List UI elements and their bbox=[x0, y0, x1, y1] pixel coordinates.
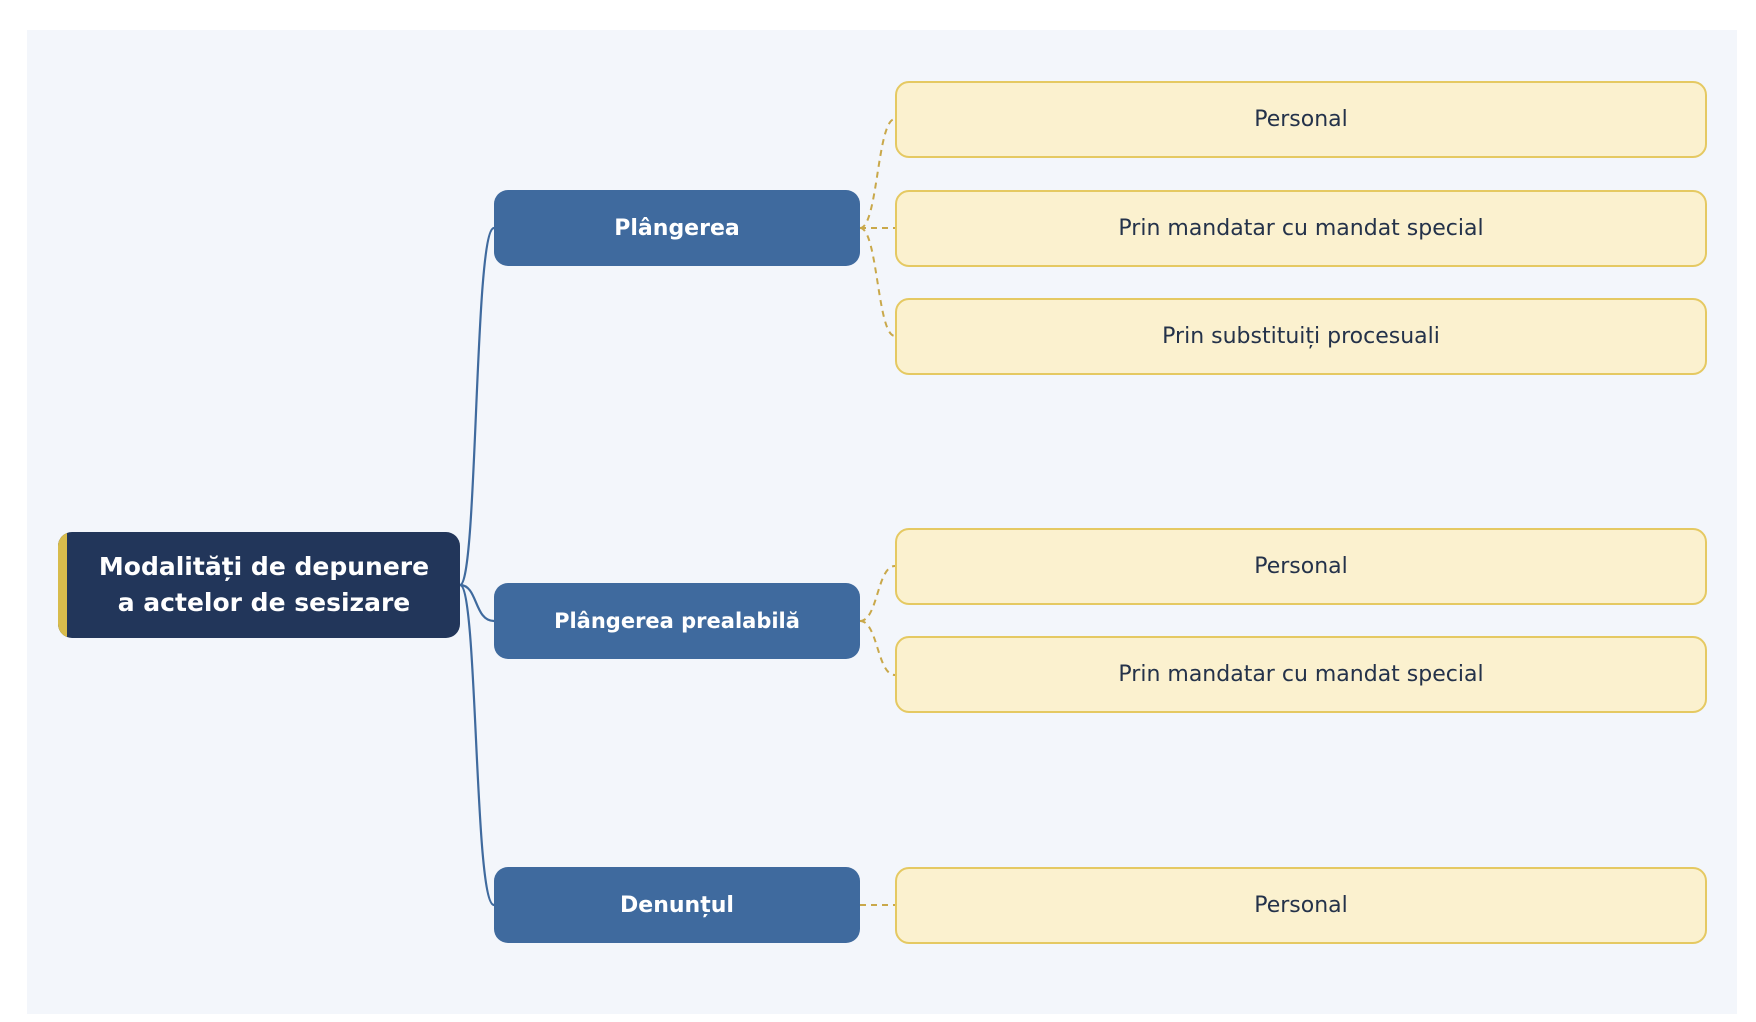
root-label-line-1: Modalități de depunere bbox=[98, 552, 430, 581]
branch-node-plangerea[interactable]: Plângerea bbox=[494, 190, 860, 266]
leaf-node-prealabila-mandatar[interactable]: Prin mandatar cu mandat special bbox=[895, 636, 1707, 713]
branch-label: Denunțul bbox=[620, 892, 734, 918]
branch-node-denuntul[interactable]: Denunțul bbox=[494, 867, 860, 943]
branch-label: Plângerea prealabilă bbox=[554, 609, 800, 633]
leaf-node-denuntul-personal[interactable]: Personal bbox=[895, 867, 1707, 944]
root-topic-node[interactable]: Modalități de depunere a actelor de sesi… bbox=[58, 532, 460, 638]
root-accent-bar bbox=[58, 532, 67, 638]
leaf-label: Personal bbox=[1254, 893, 1348, 918]
branch-node-plangerea-prealabila[interactable]: Plângerea prealabilă bbox=[494, 583, 860, 659]
leaf-label: Prin substituiți procesuali bbox=[1162, 324, 1440, 349]
branch-label: Plângerea bbox=[614, 215, 740, 241]
root-topic-label: Modalități de depunere a actelor de sesi… bbox=[99, 549, 429, 621]
leaf-label: Personal bbox=[1254, 554, 1348, 579]
leaf-label: Personal bbox=[1254, 107, 1348, 132]
leaf-node-prealabila-personal[interactable]: Personal bbox=[895, 528, 1707, 605]
leaf-label: Prin mandatar cu mandat special bbox=[1118, 662, 1484, 687]
leaf-node-plangerea-substituiti[interactable]: Prin substituiți procesuali bbox=[895, 298, 1707, 375]
leaf-node-plangerea-mandatar[interactable]: Prin mandatar cu mandat special bbox=[895, 190, 1707, 267]
leaf-label: Prin mandatar cu mandat special bbox=[1118, 216, 1484, 241]
root-label-line-2: a actelor de sesizare bbox=[117, 588, 411, 617]
leaf-node-plangerea-personal[interactable]: Personal bbox=[895, 81, 1707, 158]
